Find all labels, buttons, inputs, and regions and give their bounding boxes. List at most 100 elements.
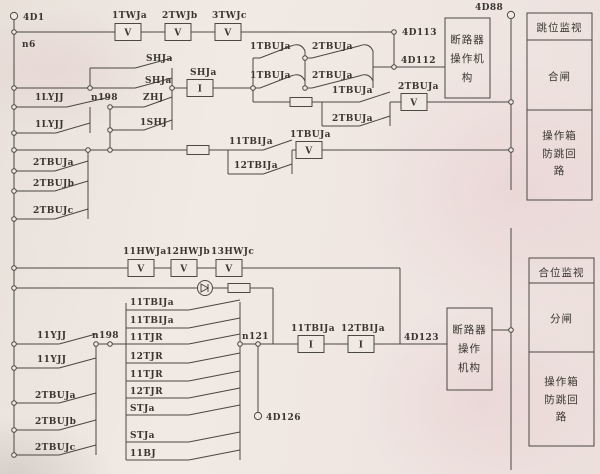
label-SHJa: SHJa — [145, 76, 172, 86]
label-11TBIJa: 11TBIJa — [291, 324, 335, 334]
coil-letter-11HWJa: V — [136, 265, 145, 275]
relay-coil-11HWJa — [127, 259, 155, 277]
contact-2TBUJb-u — [14, 180, 89, 192]
breaker-mechanism-top-label: 构 — [462, 71, 474, 84]
junction-node — [11, 85, 17, 91]
label-4D123: 4D123 — [404, 333, 439, 343]
junction-node — [391, 64, 397, 70]
contact-1TBUJa-c — [322, 91, 391, 103]
coil-letter-3TWJc: V — [223, 29, 232, 39]
label-4D112: 4D112 — [401, 56, 436, 66]
junction-node — [11, 452, 17, 458]
coil-letter-1TWJa: V — [123, 29, 132, 39]
coil-letter-2TWJb: V — [173, 29, 182, 39]
contact-STJa-r7 — [126, 404, 241, 416]
junction-node — [508, 147, 514, 153]
contact-1SHJ — [110, 119, 173, 131]
panel-trip-monitor-label: 防跳回 — [542, 147, 577, 160]
label-12TJR: 12TJR — [130, 352, 163, 362]
label-1TBUJa: 1TBUJa — [250, 42, 291, 52]
junction-node — [302, 55, 308, 61]
contact-2TBUJb-l — [14, 419, 97, 431]
coil-letter-12HWJb: V — [179, 265, 188, 275]
label-2TBUJa: 2TBUJa — [332, 114, 373, 124]
label-ZHJ: ZHJ — [143, 93, 164, 103]
resistor — [186, 145, 210, 155]
contact-11TBIJa-r2 — [126, 317, 241, 329]
label-n198: n198 — [92, 331, 119, 341]
contact-STJa-r8 — [126, 431, 241, 443]
label-1LYJJ: 1LYJJ — [35, 120, 64, 130]
breaker-mechanism-bottom — [446, 307, 493, 391]
junction-node — [11, 104, 17, 110]
label-1LYJJ: 1LYJJ — [35, 93, 64, 103]
relay-coil-3TWJc — [214, 23, 242, 41]
label-STJa: STJa — [130, 431, 155, 441]
junction-node — [85, 147, 91, 153]
junction-node — [11, 341, 17, 347]
contact-12TJR-r6 — [126, 387, 241, 399]
contact-11YJJ-1 — [14, 333, 97, 345]
contact-2TBUJa-c — [322, 115, 391, 127]
contact-11TJR-r5 — [126, 370, 241, 382]
junction-node — [255, 341, 261, 347]
terminal-4D88 — [506, 10, 516, 20]
junction-node — [11, 427, 17, 433]
label-2TBUJc: 2TBUJc — [35, 443, 76, 453]
label-SHJa: SHJa — [146, 54, 173, 64]
relay-coil-12HWJb — [170, 259, 198, 277]
flag-contact-1TBUJa-f1 — [253, 44, 306, 59]
junction-node — [107, 104, 113, 110]
contact-2TBUJa-u — [14, 160, 89, 172]
label-4D113: 4D113 — [402, 28, 437, 38]
panel-trip-monitor-label: 路 — [554, 164, 566, 177]
relay-coil-13HWJc — [215, 259, 243, 277]
breaker-mechanism-bottom-label: 断路器 — [452, 323, 487, 336]
label-4D88: 4D88 — [475, 3, 503, 13]
label-4D1: 4D1 — [23, 13, 45, 23]
label-n6: n6 — [22, 40, 36, 50]
contact-SHJa-top — [90, 57, 173, 69]
label-2TBUJb: 2TBUJb — [35, 417, 76, 427]
contact-1LYJJ-2 — [14, 122, 91, 134]
label-2TBUJa: 2TBUJa — [33, 158, 74, 168]
panel-close-monitor-label: 分闸 — [550, 312, 573, 325]
relay-coil-12TBIJa — [347, 335, 375, 353]
terminal-4D1 — [9, 11, 19, 21]
contact-2TBUJa-l — [14, 392, 97, 404]
breaker-mechanism-bottom-label: 机构 — [458, 361, 481, 374]
breaker-mechanism-bottom-label: 操作 — [458, 342, 481, 355]
coil-letter-11TBIJa: I — [309, 341, 314, 351]
contact-11BJ-r9 — [126, 449, 241, 461]
relay-coil-SHJa — [186, 79, 214, 97]
label-1SHJ: 1SHJ — [140, 118, 167, 128]
label-11YJJ: 11YJJ — [37, 331, 66, 341]
label-11TBIJa: 11TBIJa — [130, 316, 174, 326]
resistor — [227, 283, 251, 293]
junction-node — [237, 341, 243, 347]
panel-close-monitor-label: 防跳回 — [544, 393, 579, 406]
relay-coil-2TBUJa — [400, 93, 428, 111]
contact-11YJJ-2 — [14, 357, 97, 369]
contact-11TBIJa-d — [228, 139, 293, 151]
junction-node — [11, 130, 17, 136]
label-n121: n121 — [242, 332, 269, 342]
resistor — [289, 97, 313, 107]
relay-coil-1TWJa — [114, 23, 142, 41]
label-2TBUJa: 2TBUJa — [312, 71, 353, 81]
label-1TBUJa: 1TBUJa — [250, 71, 291, 81]
label-2TBUJa: 2TBUJa — [398, 82, 439, 92]
label-2TBUJc: 2TBUJc — [33, 206, 74, 216]
contact-2TBUJc-l — [14, 444, 97, 456]
contact-11TBIJa-r1 — [126, 299, 241, 311]
label-1TBUJa: 1TBUJa — [332, 86, 373, 96]
label-11TBIJa: 11TBIJa — [130, 298, 174, 308]
relay-coil-2TWJb — [164, 23, 192, 41]
terminal-4D126 — [253, 411, 263, 421]
junction-node — [508, 327, 514, 333]
coil-letter-SHJa: I — [198, 85, 203, 95]
label-2TBUJa: 2TBUJa — [312, 42, 353, 52]
label-3TWJc: 3TWJc — [212, 11, 247, 21]
